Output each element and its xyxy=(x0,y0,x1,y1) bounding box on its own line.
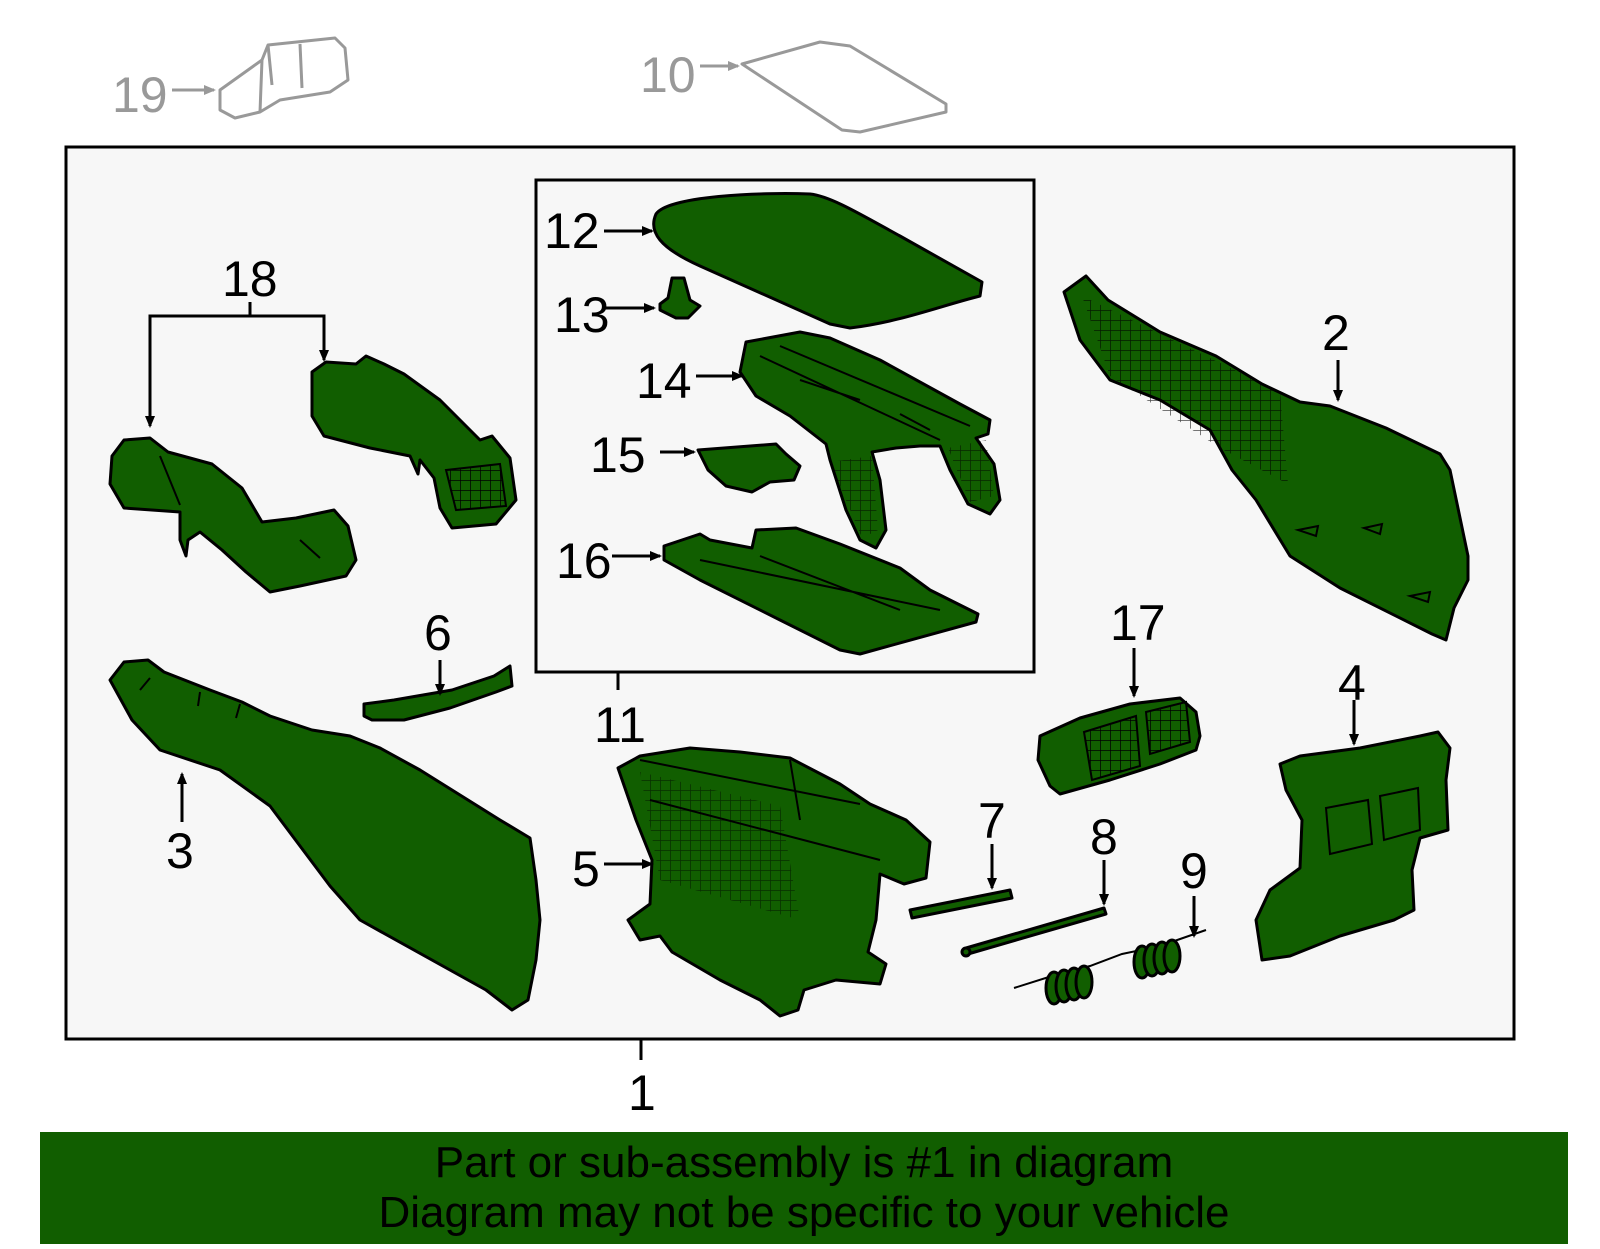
callout-15: 15 xyxy=(590,427,646,483)
callout-11: 11 xyxy=(594,697,646,753)
part-18-ducts: 18 xyxy=(108,251,518,594)
footer-line-1: Part or sub-assembly is #1 in diagram xyxy=(434,1138,1174,1187)
part-7-rod: 7 xyxy=(908,793,1014,920)
part-5-console-box: 5 xyxy=(572,746,932,1018)
part-6-strip: 6 xyxy=(362,605,514,722)
part-9-spring: 9 xyxy=(1013,843,1208,1006)
callout-5: 5 xyxy=(572,841,600,897)
part-8-pin: 8 xyxy=(960,809,1118,958)
callout-1: 1 xyxy=(628,1065,656,1121)
callout-8: 8 xyxy=(1090,809,1118,865)
footer-line-2: Diagram may not be specific to your vehi… xyxy=(378,1188,1230,1237)
part-4-rear-panel: 4 xyxy=(1254,655,1452,962)
part-13-clip: 13 xyxy=(554,276,702,343)
callout-9: 9 xyxy=(1180,843,1208,899)
part-10: 10 xyxy=(640,40,948,134)
callout-18: 18 xyxy=(222,251,278,307)
part-15-bracket: 15 xyxy=(590,427,802,494)
footer-banner: Part or sub-assembly is #1 in diagram Di… xyxy=(40,1132,1568,1244)
callout-16: 16 xyxy=(556,533,612,589)
part-2-panel-right: 2 xyxy=(1062,274,1470,642)
callout-3: 3 xyxy=(166,823,194,879)
callout-17: 17 xyxy=(1110,595,1166,651)
part-19: 19 xyxy=(112,36,350,123)
callout-4: 4 xyxy=(1338,655,1366,711)
part-17-vent: 17 xyxy=(1036,595,1202,796)
part-16-plate: 16 xyxy=(556,526,980,656)
callout-10: 10 xyxy=(640,47,696,103)
part-12-lid: 12 xyxy=(544,192,984,330)
callout-19: 19 xyxy=(112,67,168,123)
callout-2: 2 xyxy=(1322,305,1350,361)
part-3-panel-left: 3 xyxy=(108,658,542,1012)
callout-12: 12 xyxy=(544,203,600,259)
callout-13: 13 xyxy=(554,287,610,343)
part-14-frame: 14 xyxy=(636,330,1002,550)
callout-7: 7 xyxy=(978,793,1006,849)
callout-14: 14 xyxy=(636,353,692,409)
callout-6: 6 xyxy=(424,605,452,661)
